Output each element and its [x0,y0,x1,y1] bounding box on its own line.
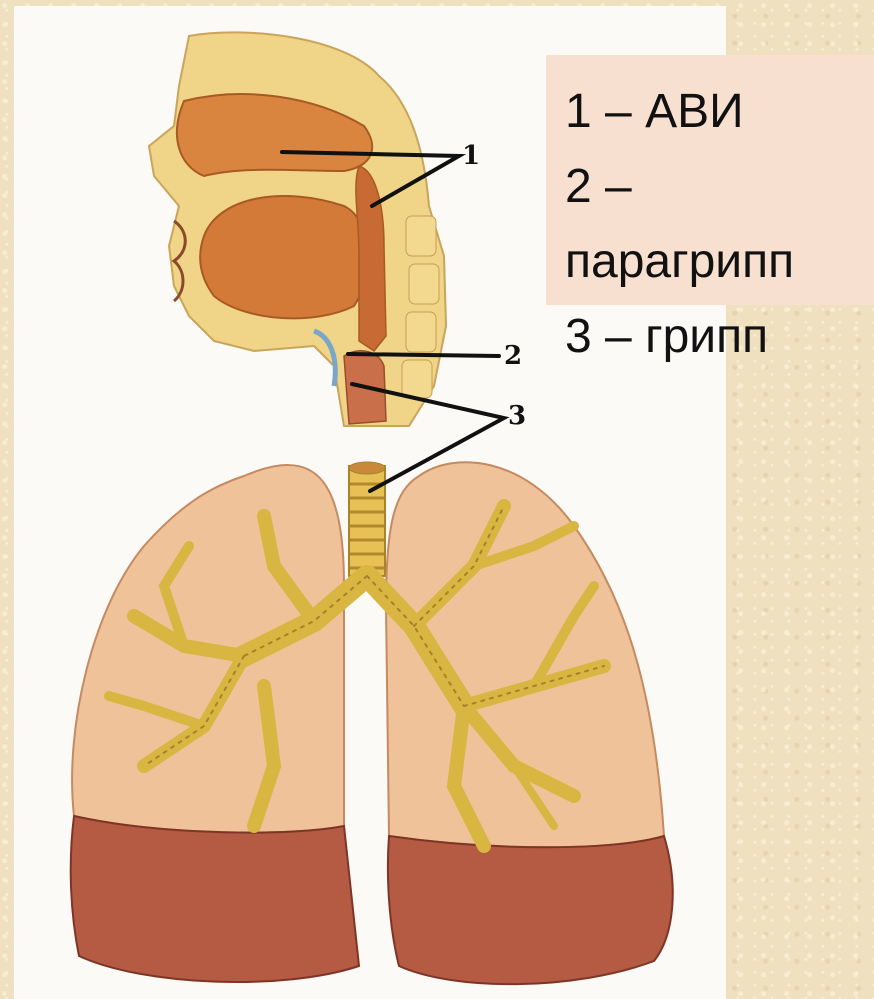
vertebra [402,360,432,398]
legend-item-influenza: 3 – грипп [565,313,768,361]
callout-number-1: 1 [462,141,480,171]
callout-number-2: 2 [504,341,522,371]
legend-item-avi: 1 – АВИ [565,88,744,136]
lower-lobe [388,836,673,984]
leader-line-2 [348,354,499,356]
tongue [200,196,368,318]
vertebra [406,216,436,256]
head-section [149,32,446,426]
trachea [349,462,385,576]
legend-item-parainfluenza-label: парагрипп [565,238,794,286]
vertebra [406,312,436,352]
left-lung [386,462,673,984]
callout-number-3: 3 [508,401,526,431]
vertebra [409,264,439,304]
right-lung [71,465,359,982]
legend-item-parainfluenza-number: 2 – [565,163,632,211]
lower-lobe [71,816,359,982]
